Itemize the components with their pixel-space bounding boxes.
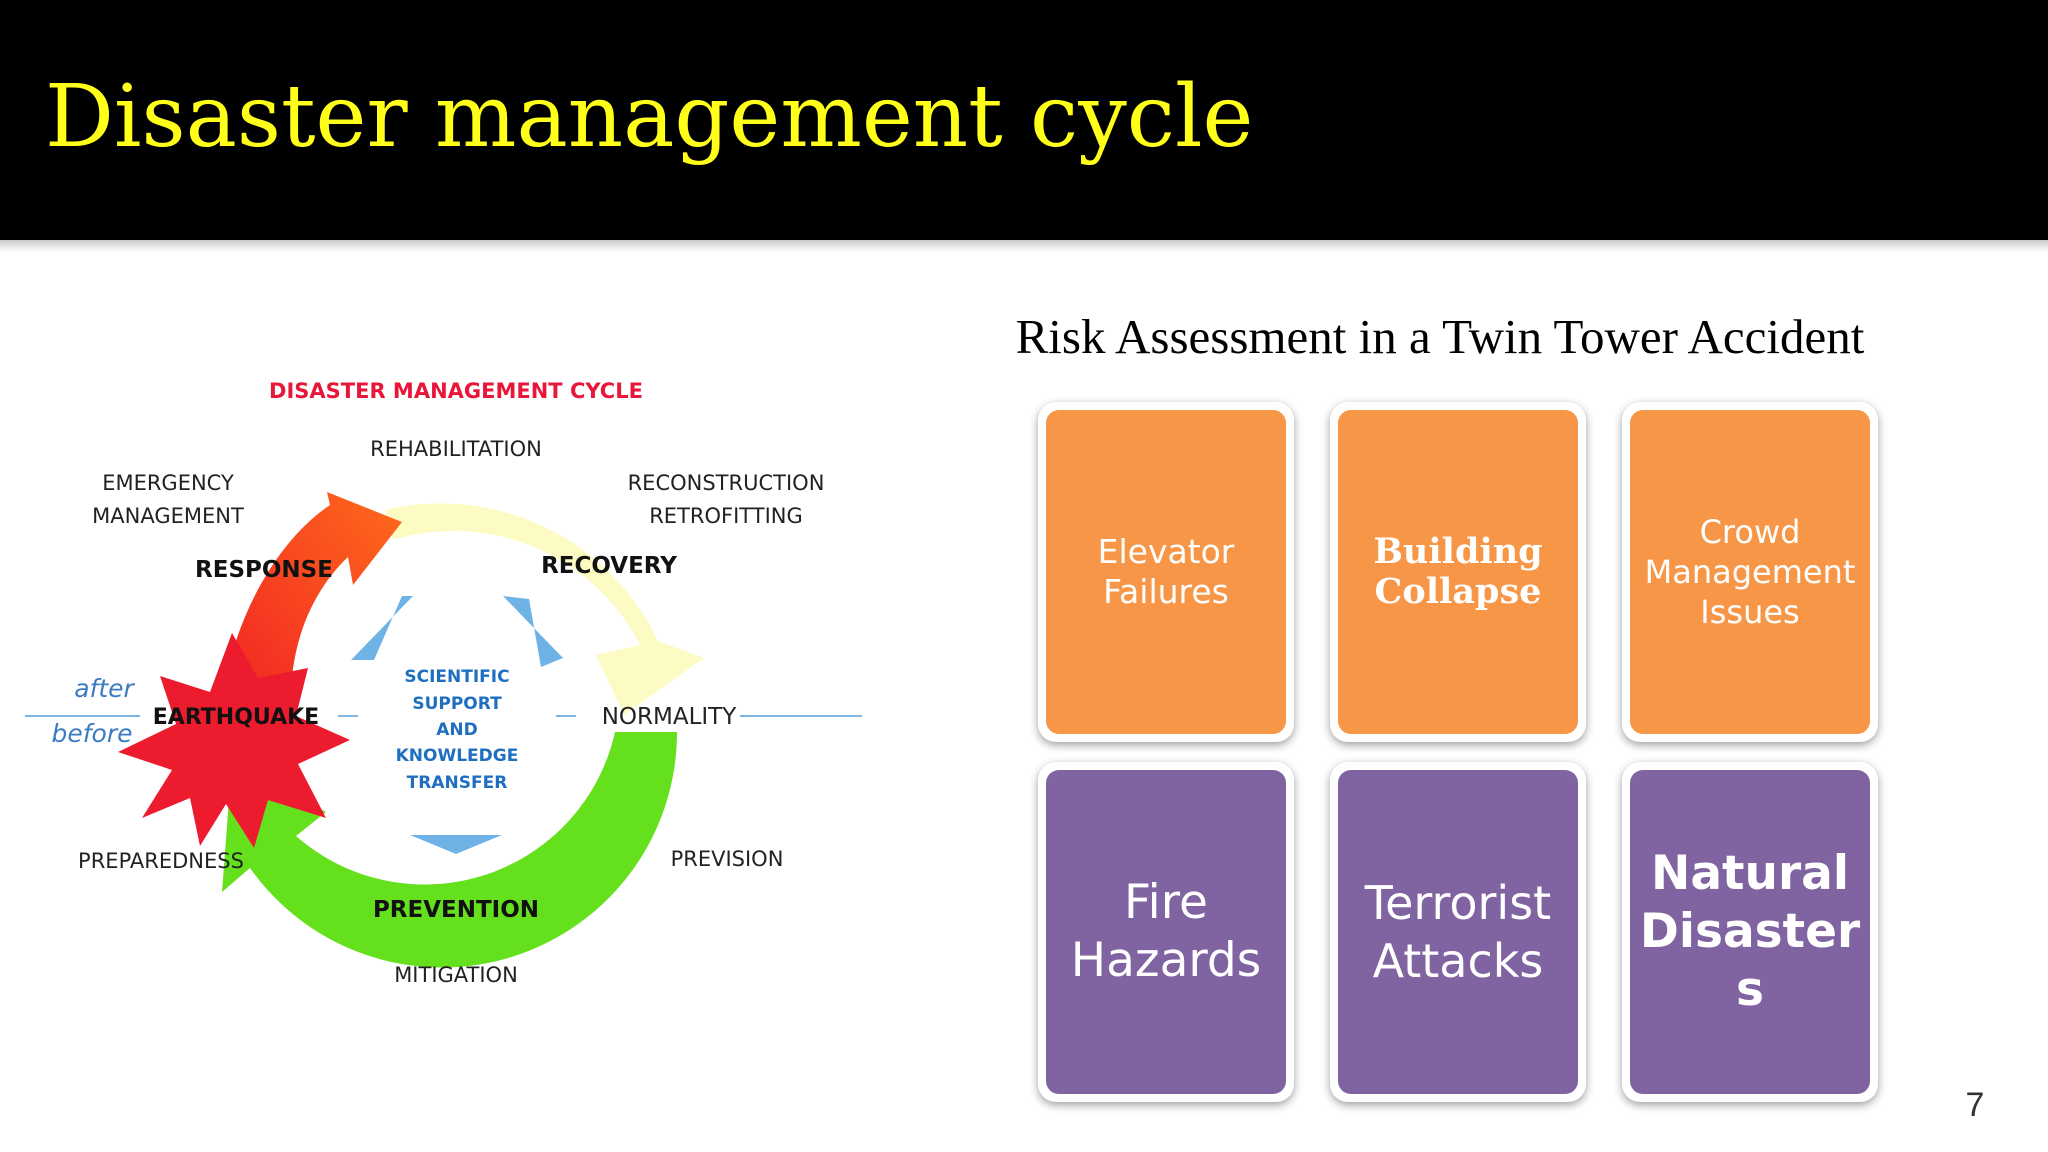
label-after: after [74, 674, 135, 703]
label-mitigation: MITIGATION [394, 963, 518, 987]
center-line-5: TRANSFER [407, 773, 508, 793]
inner-arrow-right [503, 596, 563, 667]
risk-tile-line: Natural [1651, 846, 1849, 901]
risk-tile-crowd-management: Crowd Management Issues [1622, 402, 1878, 742]
risk-tile-natural-disasters: Natural Disaster s [1622, 762, 1878, 1102]
recovery-arc [385, 503, 704, 715]
risk-tile-line: Hazards [1070, 933, 1262, 988]
risk-tile-line: Failures [1103, 572, 1229, 611]
label-prevention: PREVENTION [373, 897, 539, 923]
risk-tile-text: Terrorist Attacks [1365, 874, 1551, 990]
risk-tile-body: Natural Disaster s [1630, 770, 1870, 1094]
risk-tile-text: Natural Disaster s [1640, 845, 1860, 1019]
risk-tile-body: Crowd Management Issues [1630, 410, 1870, 734]
risk-tile-building-collapse: Building Collapse [1330, 402, 1586, 742]
label-recovery: RECOVERY [541, 553, 677, 579]
label-before: before [51, 719, 132, 748]
risk-tile-elevator-failures: Elevator Failures [1038, 402, 1294, 742]
label-prevision: PREVISION [671, 847, 784, 871]
title-bar-shadow [0, 240, 2048, 252]
risk-tile-line: s [1736, 962, 1764, 1017]
center-line-3: AND [436, 720, 478, 740]
title-bar [0, 0, 2048, 240]
risk-tile-line: Issues [1700, 593, 1800, 631]
inner-arrow-left [351, 596, 413, 660]
label-rehabilitation: REHABILITATION [370, 437, 542, 461]
slide-title: Disaster management cycle [45, 67, 1254, 167]
label-preparedness: PREPAREDNESS [78, 849, 244, 873]
risk-tile-line: Disaster [1639, 904, 1861, 959]
label-emergency-line1: EMERGENCY [102, 471, 234, 495]
risk-tile-line: Crowd [1699, 513, 1801, 551]
risk-tile-line: Collapse [1374, 571, 1542, 612]
cycle-heading: DISASTER MANAGEMENT CYCLE [269, 379, 643, 403]
center-line-1: SCIENTIFIC [404, 667, 509, 687]
risk-tile-line: Attacks [1372, 934, 1544, 988]
risk-tile-text: Elevator Failures [1098, 532, 1235, 612]
prevention-arc [222, 732, 678, 968]
label-reconstruction-line2: RETROFITTING [649, 504, 803, 528]
risk-tile-body: Terrorist Attacks [1338, 770, 1578, 1094]
risk-tile-line: Terrorist [1364, 876, 1552, 930]
risk-tile-body: Elevator Failures [1046, 410, 1286, 734]
risk-tile-line: Fire [1124, 875, 1208, 930]
risk-tile-text: Fire Hazards [1071, 874, 1261, 990]
risk-tile-fire-hazards: Fire Hazards [1038, 762, 1294, 1102]
slide-number: 7 [1965, 1086, 1985, 1124]
center-line-4: KNOWLEDGE [396, 746, 519, 766]
risk-tile-text: Crowd Management Issues [1645, 512, 1856, 632]
risk-tile-terrorist-attacks: Terrorist Attacks [1330, 762, 1586, 1102]
response-arrow [220, 492, 402, 730]
risk-tile-body: Building Collapse [1338, 410, 1578, 734]
label-response: RESPONSE [195, 557, 333, 583]
risk-tile-text: Building Collapse [1373, 532, 1542, 612]
risk-tile-line: Elevator [1097, 532, 1235, 571]
earthquake-burst [118, 633, 350, 848]
label-normality: NORMALITY [602, 704, 738, 730]
disaster-cycle-diagram: DISASTER MANAGEMENT CYCLE REHABILITATION… [25, 379, 862, 987]
risk-tile-body: Fire Hazards [1046, 770, 1286, 1094]
label-earthquake: EARTHQUAKE [153, 705, 319, 730]
label-reconstruction-line1: RECONSTRUCTION [628, 471, 825, 495]
label-emergency-line2: MANAGEMENT [92, 504, 244, 528]
center-line-2: SUPPORT [412, 694, 502, 714]
inner-arrow-bottom [410, 835, 502, 854]
risk-tile-line: Management [1644, 553, 1856, 591]
risk-tile-line: Building [1373, 531, 1543, 572]
risk-matrix-title: Risk Assessment in a Twin Tower Accident [1015, 309, 1865, 364]
